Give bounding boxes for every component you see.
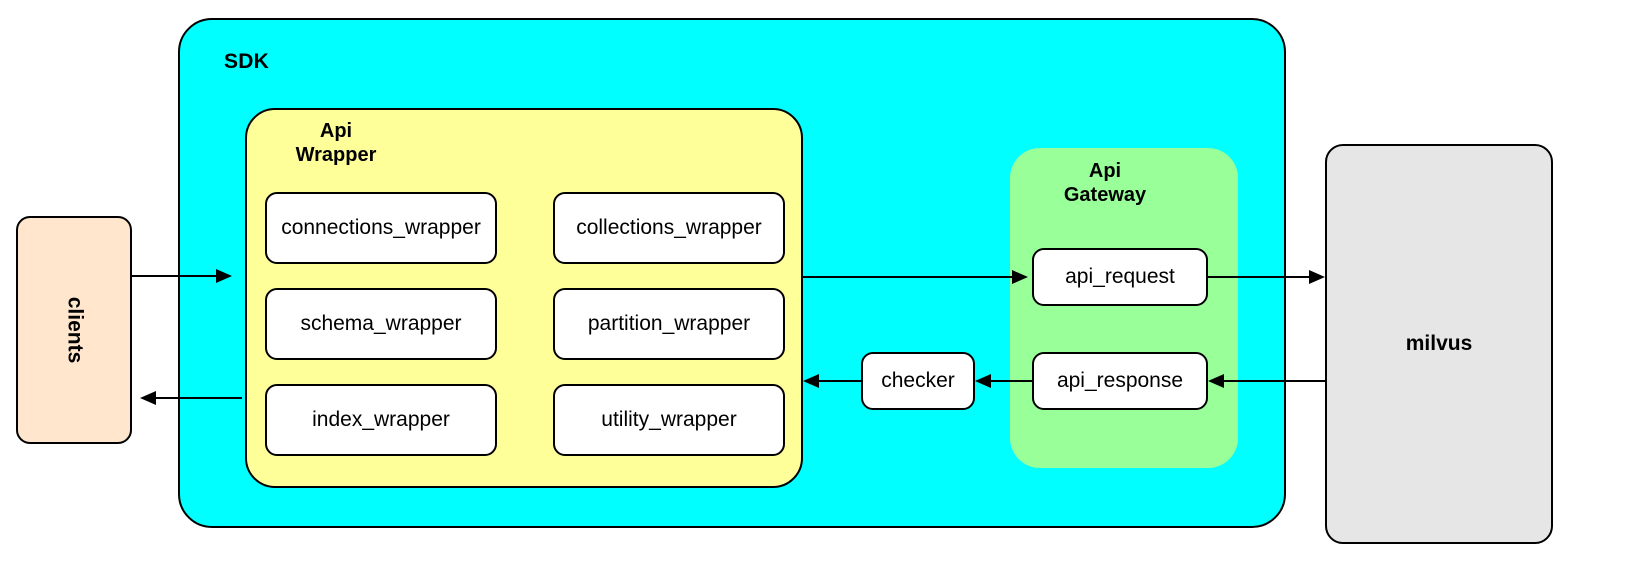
sdk-label: SDK — [224, 50, 269, 73]
edge-api-request-to-milvus — [1208, 270, 1325, 284]
milvus-box[interactable]: milvus — [1325, 144, 1553, 544]
api-gateway-container: Api Gateway — [1010, 148, 1238, 468]
node-partition-wrapper[interactable]: partition_wrapper — [553, 288, 785, 360]
edge-api-wrapper-to-api-request — [803, 270, 1028, 284]
node-connections-wrapper[interactable]: connections_wrapper — [265, 192, 497, 264]
node-utility-wrapper[interactable]: utility_wrapper — [553, 384, 785, 456]
api-wrapper-label: Api Wrapper — [295, 120, 377, 166]
edge-checker-to-api-wrapper — [803, 374, 861, 388]
node-api-response[interactable]: api_response — [1032, 352, 1208, 410]
node-checker[interactable]: checker — [861, 352, 975, 410]
edge-api-response-to-checker — [975, 374, 1032, 388]
edge-clients-to-api-wrapper — [132, 269, 232, 283]
node-schema-wrapper[interactable]: schema_wrapper — [265, 288, 497, 360]
node-collections-wrapper[interactable]: collections_wrapper — [553, 192, 785, 264]
clients-label: clients — [63, 296, 86, 364]
edge-api-wrapper-to-clients — [140, 391, 242, 405]
node-index-wrapper[interactable]: index_wrapper — [265, 384, 497, 456]
api-gateway-label: Api Gateway — [1063, 160, 1147, 206]
node-api-request[interactable]: api_request — [1032, 248, 1208, 306]
edge-milvus-to-api-response — [1208, 374, 1325, 388]
clients-box[interactable]: clients — [16, 216, 132, 444]
